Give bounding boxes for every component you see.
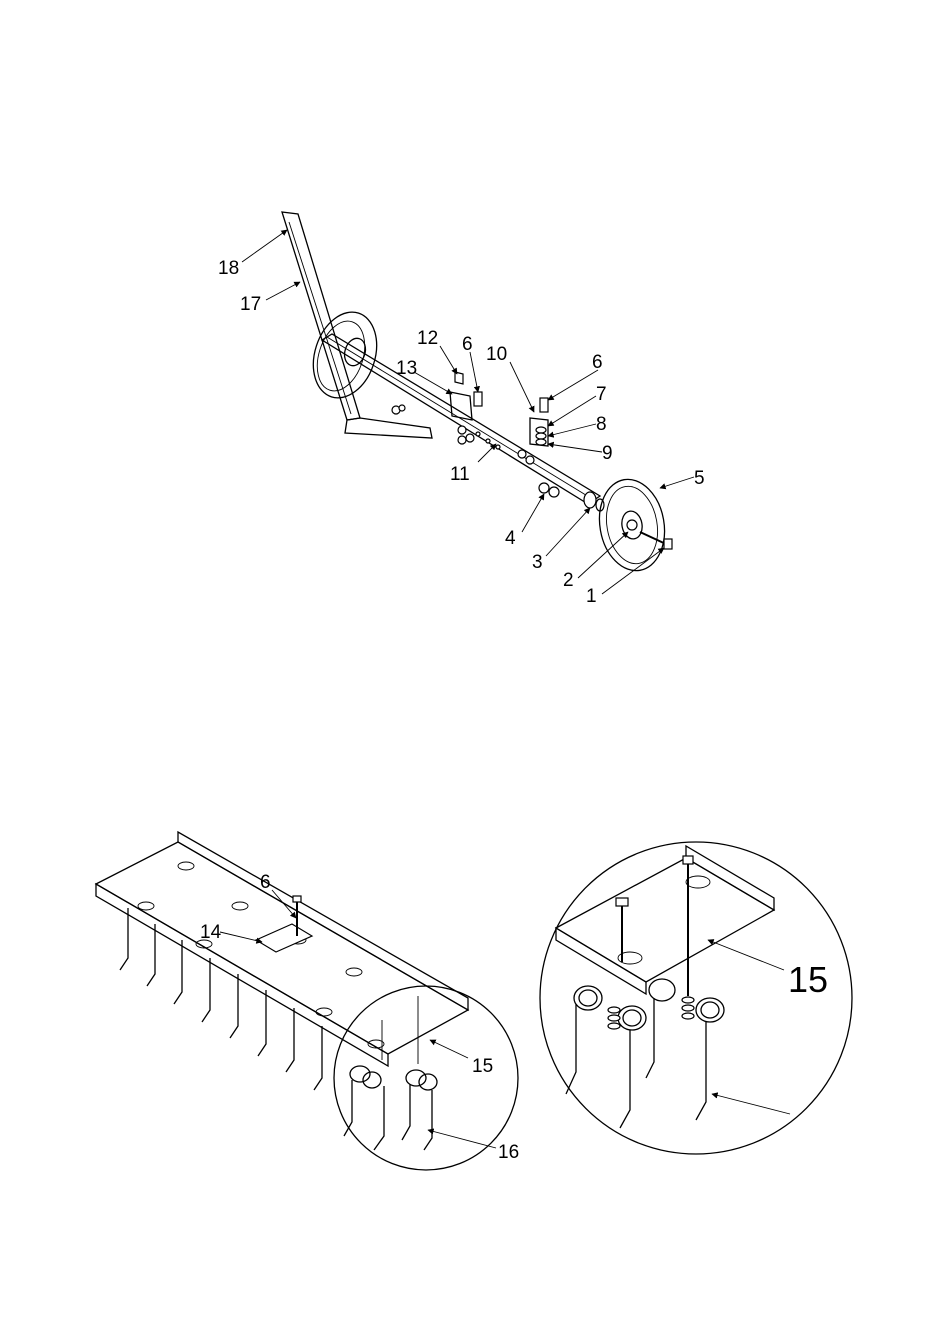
- callout-4: 4: [505, 528, 516, 549]
- callout-18: 18: [218, 258, 239, 279]
- callout-2: 2: [563, 570, 574, 591]
- right-bracket: [518, 398, 548, 464]
- top-leader-lines: [242, 230, 694, 594]
- callout-9: 9: [602, 443, 613, 464]
- callout-16: 16: [498, 1142, 519, 1163]
- callout-10: 10: [486, 344, 507, 365]
- callout-8: 8: [596, 414, 607, 435]
- right-wheel: [592, 474, 672, 576]
- bottom-leader-lines: [220, 890, 496, 1148]
- detail-zoom-view: 15: [540, 842, 852, 1154]
- center-bracket: [392, 372, 482, 444]
- callout-15: 15: [472, 1056, 493, 1077]
- callout-6-right: 6: [592, 352, 603, 373]
- small-zoom-springs: [344, 996, 437, 1150]
- callout-13: 13: [396, 358, 417, 379]
- detail-callout-15: 15: [788, 959, 828, 1000]
- drawbar-assembly-drawing: 18 17 12 6 10 6 13 7 8 9 11 5 4 3 2 1: [218, 212, 705, 607]
- callout-17: 17: [240, 294, 261, 315]
- spacers: [539, 483, 604, 511]
- callout-11: 11: [450, 464, 470, 485]
- detail-springs: [574, 979, 724, 1030]
- callout-7: 7: [596, 384, 607, 405]
- callout-6: 6: [462, 334, 473, 355]
- callout-14: 14: [200, 922, 222, 943]
- callout-5: 5: [694, 468, 705, 489]
- callout-1: 1: [586, 586, 597, 607]
- callout-6-bottom: 6: [260, 872, 271, 893]
- tine-frame-drawing: 6 14 15 16: [96, 832, 519, 1170]
- callout-12: 12: [417, 328, 438, 349]
- callout-3: 3: [532, 552, 543, 573]
